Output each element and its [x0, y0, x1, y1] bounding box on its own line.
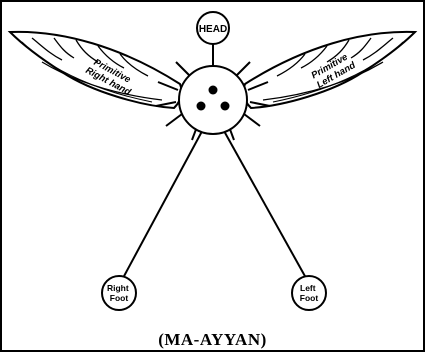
ma-ayyan-figure: Primitive Right hand Primitive Left hand [2, 2, 423, 350]
figure-caption: (MA-AYYAN) [2, 330, 423, 350]
right-leg-line [123, 122, 207, 278]
left-foot-label: Left Foot [300, 283, 319, 303]
left-leg-line [219, 122, 306, 278]
body-dot-top [209, 86, 218, 95]
body-circle [179, 66, 247, 134]
body-dot-left [197, 102, 206, 111]
body-dot-right [221, 102, 230, 111]
head-label: HEAD [199, 24, 227, 35]
right-foot-label: Right Foot [107, 283, 131, 303]
